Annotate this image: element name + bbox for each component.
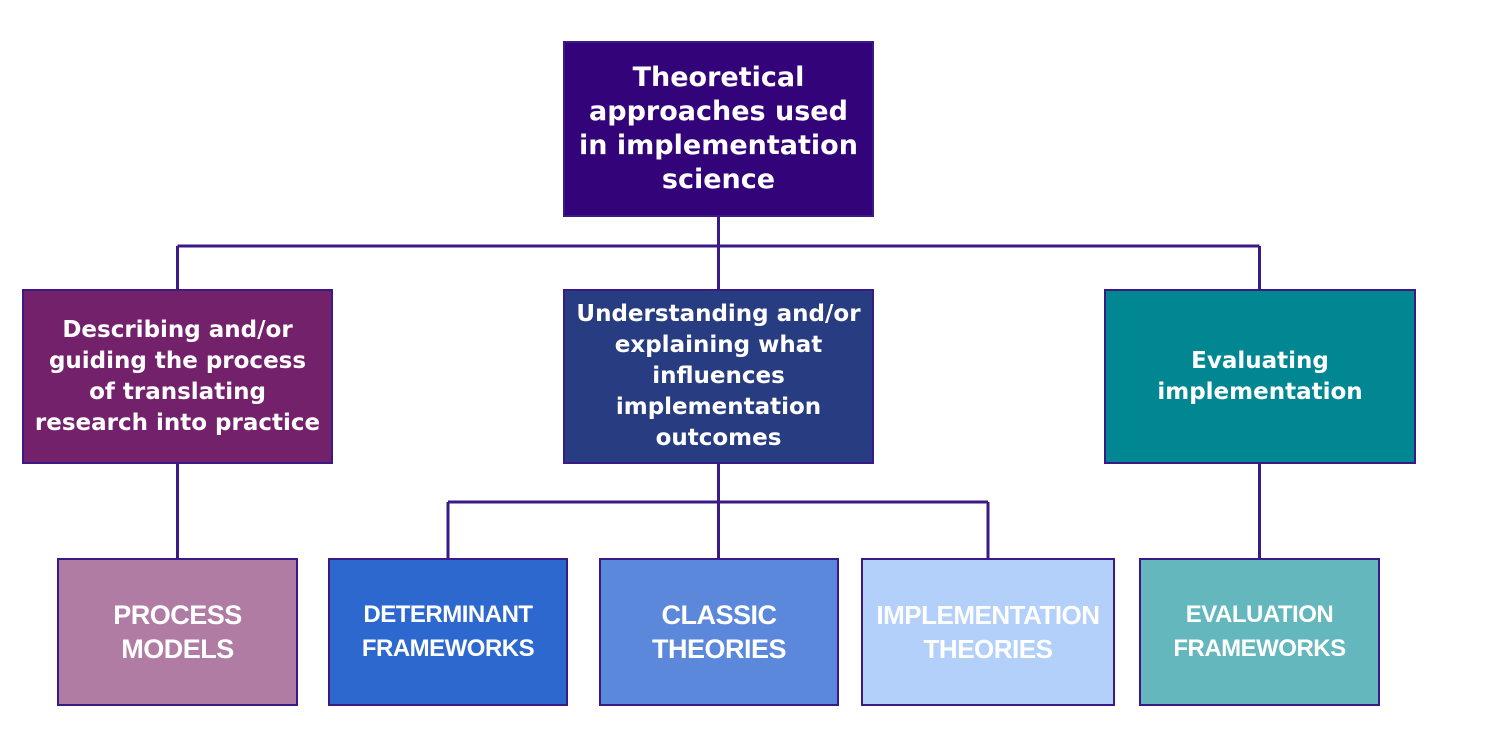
aim-node-influences-label: Understanding and/or explaining what inf… [576,301,861,451]
category-classic-theories-label: CLASSIC THEORIES [651,600,787,664]
category-classic-theories: CLASSIC THEORIES [599,558,839,706]
aim-node-influences: Understanding and/or explaining what inf… [563,289,874,464]
aim-node-process: Describing and/or guiding the process of… [22,289,333,464]
category-process-models-label: PROCESS MODELS [113,600,242,664]
aim-node-process-label: Describing and/or guiding the process of… [34,316,321,436]
category-implementation-theories-label: IMPLEMENTATION THEORIES [876,600,1100,664]
aim-node-evaluating: Evaluating implementation [1104,289,1416,464]
category-evaluation-frameworks: EVALUATION FRAMEWORKS [1139,558,1380,706]
category-evaluation-frameworks-label: EVALUATION FRAMEWORKS [1173,601,1346,662]
root-node-label: Theoretical approaches used in implement… [579,62,858,195]
root-node: Theoretical approaches used in implement… [563,41,874,217]
category-determinant-frameworks-label: DETERMINANT FRAMEWORKS [361,601,535,662]
aim-node-evaluating-label: Evaluating implementation [1157,347,1363,405]
category-process-models: PROCESS MODELS [57,558,298,706]
category-implementation-theories: IMPLEMENTATION THEORIES [861,558,1115,706]
category-determinant-frameworks: DETERMINANT FRAMEWORKS [328,558,568,706]
